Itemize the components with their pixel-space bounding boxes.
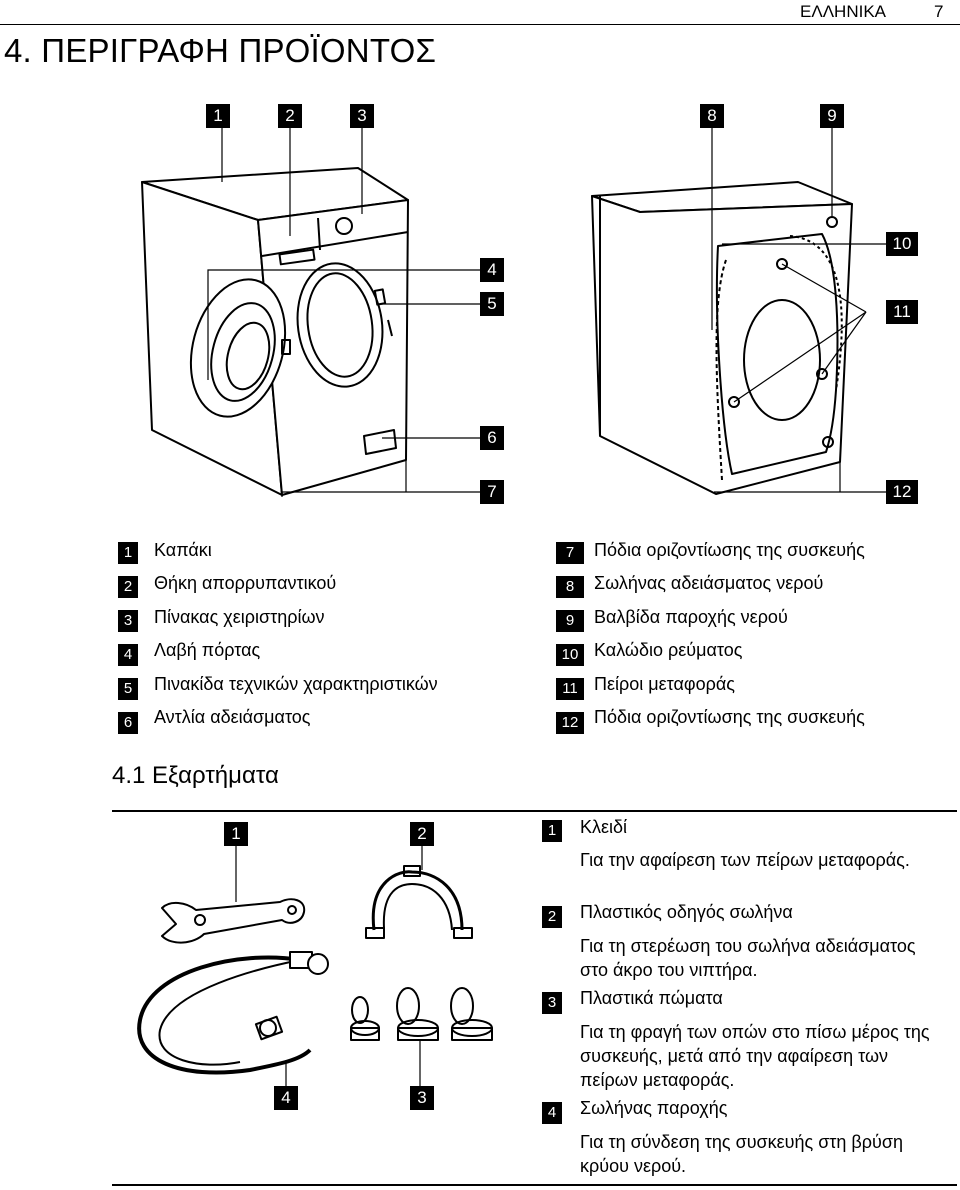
legend-number: 4 (118, 644, 138, 666)
accessory-callout-1: 1 (224, 822, 248, 846)
legend-text: Αντλία αδειάσματος (154, 707, 311, 727)
callout-6: 6 (480, 426, 504, 450)
accessory-title: Σωλήνας παροχής (580, 1098, 728, 1118)
legend-text: Πινακίδα τεχνικών χαρακτηριστικών (154, 674, 438, 694)
legend-number: 1 (118, 542, 138, 564)
legend-number: 7 (556, 542, 584, 564)
callout-4: 4 (480, 258, 504, 282)
accessory-title: Πλαστικός οδηγός σωλήνα (580, 902, 793, 922)
accessory-number: 4 (542, 1102, 562, 1124)
legend-number: 8 (556, 576, 584, 598)
callout-10: 10 (886, 232, 918, 256)
washer-front-drawing (141, 128, 480, 497)
section-rule-bottom (112, 1184, 957, 1186)
legend-number: 3 (118, 610, 138, 632)
callout-1: 1 (206, 104, 230, 128)
callout-12: 12 (886, 480, 918, 504)
legend-number: 10 (556, 644, 584, 666)
legend-text: Πόδια οριζοντίωσης της συσκευής (594, 707, 865, 727)
accessory-number: 3 (542, 992, 562, 1014)
accessory-description: Για τη στερέωση του σωλήνα αδειάσματος σ… (580, 936, 916, 980)
legend-text: Καλώδιο ρεύματος (594, 640, 743, 660)
legend-number: 12 (556, 712, 584, 734)
callout-3: 3 (350, 104, 374, 128)
callout-2: 2 (278, 104, 302, 128)
legend-text: Πίνακας χειριστηρίων (154, 607, 325, 627)
accessory-callout-3: 3 (410, 1086, 434, 1110)
legend-number: 5 (118, 678, 138, 700)
legend-text: Καπάκι (154, 540, 212, 560)
accessory-callout-2: 2 (410, 822, 434, 846)
accessory-title: Πλαστικά πώματα (580, 988, 723, 1008)
legend-number: 6 (118, 712, 138, 734)
accessory-number: 2 (542, 906, 562, 928)
accessory-description: Για τη σύνδεση της συσκευής στη βρύση κρ… (580, 1132, 903, 1176)
legend-text: Πόδια οριζοντίωσης της συσκευής (594, 540, 865, 560)
legend-text: Πείροι μεταφοράς (594, 674, 735, 694)
callout-5: 5 (480, 292, 504, 316)
page-number: 7 (934, 2, 944, 21)
washer-rear-drawing (591, 128, 886, 495)
callout-11: 11 (886, 300, 918, 324)
subsection-title: 4.1 Εξαρτήματα (112, 762, 279, 789)
accessory-title: Κλειδί (580, 817, 628, 837)
section-rule-top (112, 810, 957, 812)
legend-text: Λαβή πόρτας (154, 640, 261, 660)
legend-number: 11 (556, 678, 584, 700)
accessory-number: 1 (542, 820, 562, 842)
callout-7: 7 (480, 480, 504, 504)
header-divider (0, 24, 960, 25)
legend-text: Βαλβίδα παροχής νερού (594, 607, 788, 627)
header-language: ΕΛΛΗΝΙΚΑ (800, 2, 887, 21)
legend-number: 2 (118, 576, 138, 598)
accessory-description: Για την αφαίρεση των πείρων μεταφοράς. (580, 850, 910, 870)
legend-number: 9 (556, 610, 584, 632)
legend-text: Θήκη απορρυπαντικού (154, 573, 337, 593)
accessory-callout-4: 4 (274, 1086, 298, 1110)
section-title: 4. ΠΕΡΙΓΡΑΦΗ ΠΡΟΪΟΝΤΟΣ (4, 32, 437, 69)
callout-8: 8 (700, 104, 724, 128)
legend-text: Σωλήνας αδειάσματος νερού (594, 573, 824, 593)
callout-9: 9 (820, 104, 844, 128)
accessory-description: Για τη φραγή των οπών στο πίσω μέρος της… (580, 1022, 930, 1090)
